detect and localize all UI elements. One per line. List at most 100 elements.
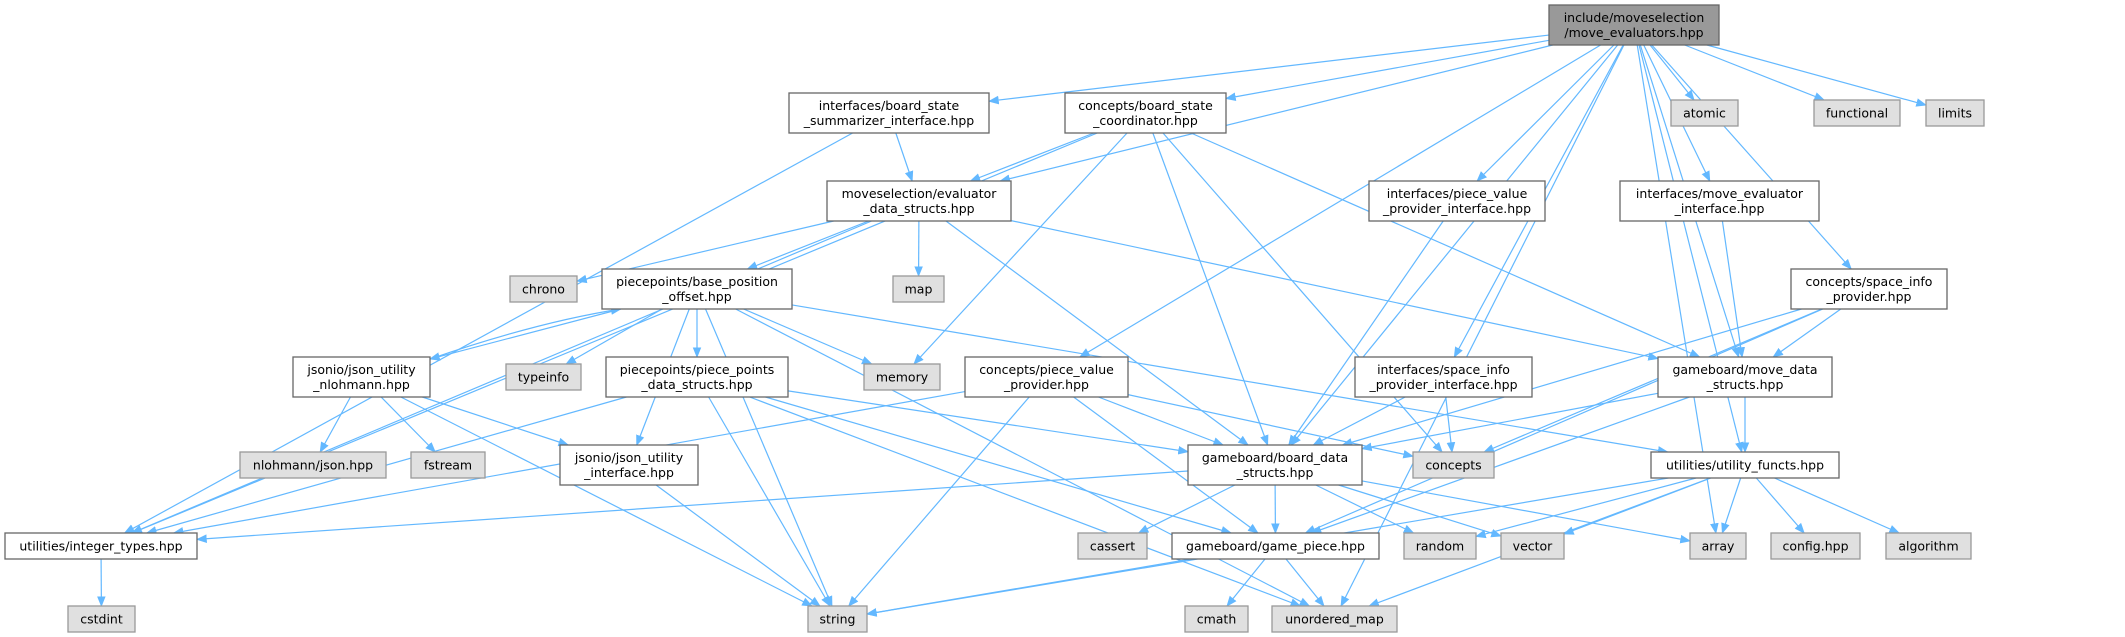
edge-cpvp-to-concepts bbox=[1127, 394, 1415, 459]
node-sipi[interactable]: interfaces/space_info_provider_interface… bbox=[1354, 356, 1533, 398]
node-pvpi[interactable]: interfaces/piece_value_provider_interfac… bbox=[1368, 180, 1546, 222]
edge-bssi-to-intt bbox=[123, 132, 853, 534]
node-label: typeinfo bbox=[518, 370, 569, 385]
node-label: piecepoints/piece_points bbox=[620, 362, 775, 377]
node-box bbox=[559, 444, 699, 486]
node-label: interfaces/piece_value bbox=[1387, 186, 1528, 201]
edge-cpvp-to-bds bbox=[1098, 396, 1225, 446]
node-bssi[interactable]: interfaces/board_state_summarizer_interf… bbox=[788, 92, 990, 134]
edges-layer bbox=[97, 34, 1928, 617]
node-cstdint: cstdint bbox=[67, 605, 136, 633]
node-jun[interactable]: jsonio/json_utility_nlohmann.hpp bbox=[292, 356, 431, 398]
node-label: concepts/piece_value bbox=[979, 362, 1114, 377]
node-concepts: concepts bbox=[1412, 451, 1495, 479]
node-string: string bbox=[807, 605, 868, 633]
edge-root-to-cpvp bbox=[1078, 44, 1601, 358]
edge-ppds-to-intt bbox=[145, 396, 627, 535]
node-bsc[interactable]: concepts/board_state_coordinator.hpp bbox=[1064, 92, 1227, 134]
node-umap: unordered_map bbox=[1271, 605, 1398, 633]
node-box bbox=[892, 275, 945, 303]
node-label: atomic bbox=[1683, 106, 1726, 121]
node-box bbox=[1790, 268, 1948, 310]
edge-bpo-to-umap bbox=[735, 308, 1311, 607]
node-box bbox=[1271, 605, 1398, 633]
node-box bbox=[1077, 532, 1148, 560]
node-label: interfaces/move_evaluator bbox=[1636, 186, 1804, 201]
node-label: map bbox=[905, 282, 933, 297]
node-atomic: atomic bbox=[1670, 99, 1739, 127]
node-label: _structs.hpp bbox=[1236, 465, 1314, 480]
node-box bbox=[788, 92, 990, 134]
node-jui[interactable]: jsonio/json_utility_interface.hpp bbox=[559, 444, 699, 486]
node-mei[interactable]: interfaces/move_evaluator_interface.hpp bbox=[1619, 180, 1820, 222]
node-label: limits bbox=[1938, 106, 1972, 121]
node-label: _provider_interface.hpp bbox=[1368, 377, 1517, 392]
edge-bds-to-random bbox=[1315, 484, 1415, 534]
edge-root-to-limits bbox=[1706, 44, 1928, 107]
node-mds[interactable]: gameboard/move_data_structs.hpp bbox=[1657, 356, 1833, 398]
node-ppds[interactable]: piecepoints/piece_points_data_structs.hp… bbox=[605, 356, 789, 398]
node-label: chrono bbox=[522, 282, 565, 297]
edge-bsc-to-concepts bbox=[1162, 132, 1443, 453]
node-box bbox=[505, 363, 582, 391]
node-box bbox=[826, 180, 1012, 222]
edge-bssi-to-med bbox=[895, 132, 914, 183]
edge-bpo-to-memory bbox=[743, 308, 873, 365]
edge-bpo-to-jun bbox=[428, 308, 621, 361]
node-root[interactable]: include/moveselection/move_evaluators.hp… bbox=[1548, 4, 1720, 46]
node-box bbox=[1403, 532, 1477, 560]
node-bpo[interactable]: piecepoints/base_position_offset.hpp bbox=[601, 268, 793, 310]
node-box bbox=[509, 275, 578, 303]
edge-ppds-to-umap bbox=[749, 396, 1302, 607]
node-label: /move_evaluators.hpp bbox=[1564, 25, 1703, 40]
node-bds[interactable]: gameboard/board_data_structs.hpp bbox=[1187, 444, 1363, 486]
edge-uf-to-random bbox=[1474, 477, 1697, 539]
edge-med-to-bpo bbox=[746, 220, 869, 270]
node-label: _summarizer_interface.hpp bbox=[803, 113, 975, 128]
edge-jun-to-jui bbox=[422, 396, 570, 447]
edge-bds-to-intt bbox=[195, 470, 1189, 544]
edge-sip-to-gp bbox=[1304, 308, 1824, 534]
node-uf[interactable]: utilities/utility_functs.hpp bbox=[1650, 451, 1840, 479]
edge-sipi-to-concepts bbox=[1445, 396, 1456, 454]
node-label: string bbox=[820, 612, 856, 627]
node-intt[interactable]: utilities/integer_types.hpp bbox=[4, 532, 198, 560]
node-map: map bbox=[892, 275, 945, 303]
edge-bds-to-cassert bbox=[1137, 484, 1236, 534]
node-label: _nlohmann.hpp bbox=[312, 377, 410, 392]
node-label: moveselection/evaluator bbox=[842, 186, 998, 201]
edge-bsc-to-memory bbox=[913, 132, 1128, 365]
node-vector: vector bbox=[1500, 532, 1565, 560]
edge-mei-to-mds bbox=[1721, 220, 1745, 359]
node-med[interactable]: moveselection/evaluator_data_structs.hpp bbox=[826, 180, 1012, 222]
node-box bbox=[292, 356, 431, 398]
node-box bbox=[4, 532, 198, 560]
node-gp[interactable]: gameboard/game_piece.hpp bbox=[1171, 532, 1380, 560]
node-label: _data_structs.hpp bbox=[862, 201, 974, 216]
edge-bsc-to-mds bbox=[1190, 132, 1701, 358]
node-typeinfo: typeinfo bbox=[505, 363, 582, 391]
node-config: config.hpp bbox=[1770, 532, 1861, 560]
node-label: cassert bbox=[1090, 539, 1135, 554]
edge-root-to-pvpi bbox=[1476, 44, 1615, 182]
node-label: vector bbox=[1513, 539, 1554, 554]
node-label: utilities/integer_types.hpp bbox=[19, 539, 182, 554]
edge-med-to-mds bbox=[1010, 220, 1660, 361]
node-box bbox=[807, 605, 868, 633]
node-box bbox=[1171, 532, 1380, 560]
edge-ppds-to-bds bbox=[787, 390, 1190, 455]
node-box bbox=[964, 356, 1129, 398]
node-label: cmath bbox=[1197, 612, 1237, 627]
node-label: _coordinator.hpp bbox=[1092, 113, 1198, 128]
edge-cpvp-to-gp bbox=[1073, 396, 1259, 534]
edge-sipi-to-bds bbox=[1312, 396, 1406, 446]
node-label: functional bbox=[1826, 106, 1888, 121]
node-cpvp[interactable]: concepts/piece_value_provider.hpp bbox=[964, 356, 1129, 398]
node-label: piecepoints/base_position bbox=[616, 274, 778, 289]
edge-ppds-to-string bbox=[708, 396, 831, 607]
node-box bbox=[1548, 4, 1720, 46]
node-box bbox=[1657, 356, 1833, 398]
node-sip[interactable]: concepts/space_info_provider.hpp bbox=[1790, 268, 1948, 310]
node-label: gameboard/move_data bbox=[1672, 362, 1817, 377]
node-box bbox=[1619, 180, 1820, 222]
